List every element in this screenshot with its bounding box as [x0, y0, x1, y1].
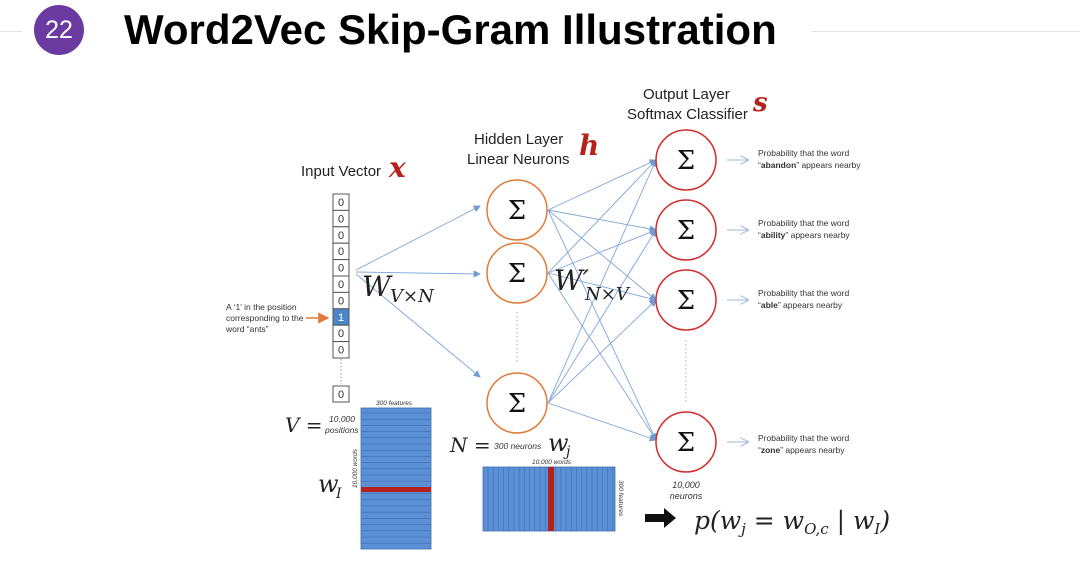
- output-layer-symbol: s: [752, 88, 768, 118]
- input-weight-label: W V×N: [362, 270, 435, 307]
- w-j-symbol: w: [548, 429, 569, 457]
- input-cell: 0: [338, 246, 344, 258]
- right-matrix-side-label: 300 features: [617, 480, 624, 517]
- input-cell: 0: [338, 197, 344, 209]
- input-hidden-connections: [355, 205, 481, 378]
- input-weight-matrix: V = 10,000 positions 300 features 10,000…: [285, 400, 432, 550]
- hidden-neuron-3-sigma: Σ: [508, 389, 526, 419]
- slide-title: Word2Vec Skip-Gram Illustration: [124, 6, 777, 53]
- n-value: 300 neurons: [494, 441, 542, 451]
- one-hot-annotation-line-3: word “ants”: [225, 324, 269, 334]
- output-neuron-3: [655, 269, 717, 331]
- w-out-symbol: W′: [554, 264, 590, 297]
- w-i-symbol: w: [318, 470, 339, 498]
- input-vector-symbol: x: [388, 151, 406, 184]
- right-matrix-columns: [487, 467, 614, 531]
- w-i-subscript: I: [335, 486, 342, 502]
- left-matrix-top-label: 300 features: [376, 400, 413, 407]
- hidden-layer: Hidden Layer Linear Neurons h Σ Σ Σ: [467, 129, 599, 434]
- input-cell: 0: [338, 345, 344, 357]
- v-equals-label: V =: [285, 413, 323, 437]
- arrow-right-icon: [645, 508, 676, 528]
- input-vector-cells: 0 0 0 0 0 0 0 1 0 0: [332, 193, 350, 359]
- output-neuron-4-sigma: Σ: [677, 428, 695, 458]
- hidden-output-connections: [547, 159, 657, 442]
- w-out-subscript: N×V: [584, 284, 631, 305]
- right-matrix-highlight-column: [548, 467, 554, 531]
- left-matrix-highlight-row: [361, 487, 431, 492]
- w-in-symbol: W: [362, 270, 393, 303]
- v-rows-value: 10,000: [329, 414, 355, 424]
- output-weight-label: W′ N×V: [554, 264, 631, 305]
- hidden-neuron-1-sigma: Σ: [508, 196, 526, 226]
- output-neuron-4: [655, 411, 717, 473]
- output-neuron-2: [655, 199, 717, 261]
- output-neuron-1: [655, 129, 717, 191]
- left-matrix-body: [360, 407, 432, 550]
- output-weight-matrix: N = 300 neurons w j 10,000 words 300 fea…: [449, 429, 624, 532]
- title-rule-left: [0, 31, 22, 32]
- output-layer: Output Layer Softmax Classifier s Σ Σ Σ …: [627, 86, 768, 501]
- hidden-neuron-2: [486, 242, 548, 304]
- v-rows-label: positions: [324, 425, 359, 435]
- input-cell-box: [332, 341, 350, 359]
- prob-4-line-1: Probability that the word: [758, 433, 849, 443]
- input-cell: 0: [338, 279, 344, 291]
- input-vector-last-cell-box: [332, 385, 350, 403]
- prob-4-line-2: “zone” appears nearby: [758, 445, 845, 455]
- w-j-subscript: j: [563, 444, 571, 460]
- output-neuron-3-sigma: Σ: [677, 286, 695, 316]
- input-cell: 0: [338, 295, 344, 307]
- output-layer-label-2: Softmax Classifier: [627, 106, 748, 123]
- hidden-neuron-3: [486, 372, 548, 434]
- input-cell: 0: [338, 263, 344, 275]
- right-matrix-top-label: 10,000 words: [532, 459, 572, 466]
- hidden-neuron-1: [486, 179, 548, 241]
- left-matrix-rows: [361, 412, 431, 544]
- prob-2-line-1: Probability that the word: [758, 218, 849, 228]
- input-cell: 0: [338, 213, 344, 225]
- hidden-layer-label-1: Hidden Layer: [474, 131, 563, 148]
- hidden-neuron-2-sigma: Σ: [508, 259, 526, 289]
- input-vector-last-cell: 0: [338, 389, 344, 401]
- output-layer-label-1: Output Layer: [643, 86, 730, 103]
- hidden-layer-symbol: h: [579, 129, 599, 162]
- input-cell: 0: [338, 328, 344, 340]
- probability-formula: p(wj = wO,c | wI): [645, 506, 890, 538]
- probability-labels: Probability that the word “abandon” appe…: [727, 148, 861, 455]
- input-cell: 1: [338, 312, 344, 324]
- prob-3-line-2: “able” appears nearby: [758, 300, 843, 310]
- output-neuron-2-sigma: Σ: [677, 216, 695, 246]
- input-vector: Input Vector x 0 0 0 0 0 0 0 1 0 0 0 A ‘1’ in the…: [225, 151, 406, 403]
- n-equals-label: N =: [449, 433, 491, 457]
- output-count-label: neurons: [670, 491, 703, 501]
- hidden-layer-label-2: Linear Neurons: [467, 151, 570, 168]
- w-in-subscript: V×N: [390, 286, 435, 307]
- prob-2-line-2: “ability” appears nearby: [758, 230, 850, 240]
- left-matrix-side-label: 10,000 words: [352, 448, 359, 488]
- prob-1-line-1: Probability that the word: [758, 148, 849, 158]
- one-hot-annotation-line-1: A ‘1’ in the position: [226, 302, 297, 312]
- title-rule-right: [812, 31, 1080, 32]
- slide-number-badge: 22: [34, 5, 84, 55]
- prob-1-line-2: “abandon” appears nearby: [758, 160, 861, 170]
- one-hot-annotation-line-2: corresponding to the: [226, 313, 304, 323]
- prob-3-line-1: Probability that the word: [758, 288, 849, 298]
- output-neuron-1-sigma: Σ: [677, 146, 695, 176]
- output-count-value: 10,000: [672, 480, 700, 490]
- input-cell: 0: [338, 230, 344, 242]
- formula-text: p(wj = wO,c | wI): [694, 506, 890, 538]
- input-vector-label: Input Vector: [301, 163, 381, 180]
